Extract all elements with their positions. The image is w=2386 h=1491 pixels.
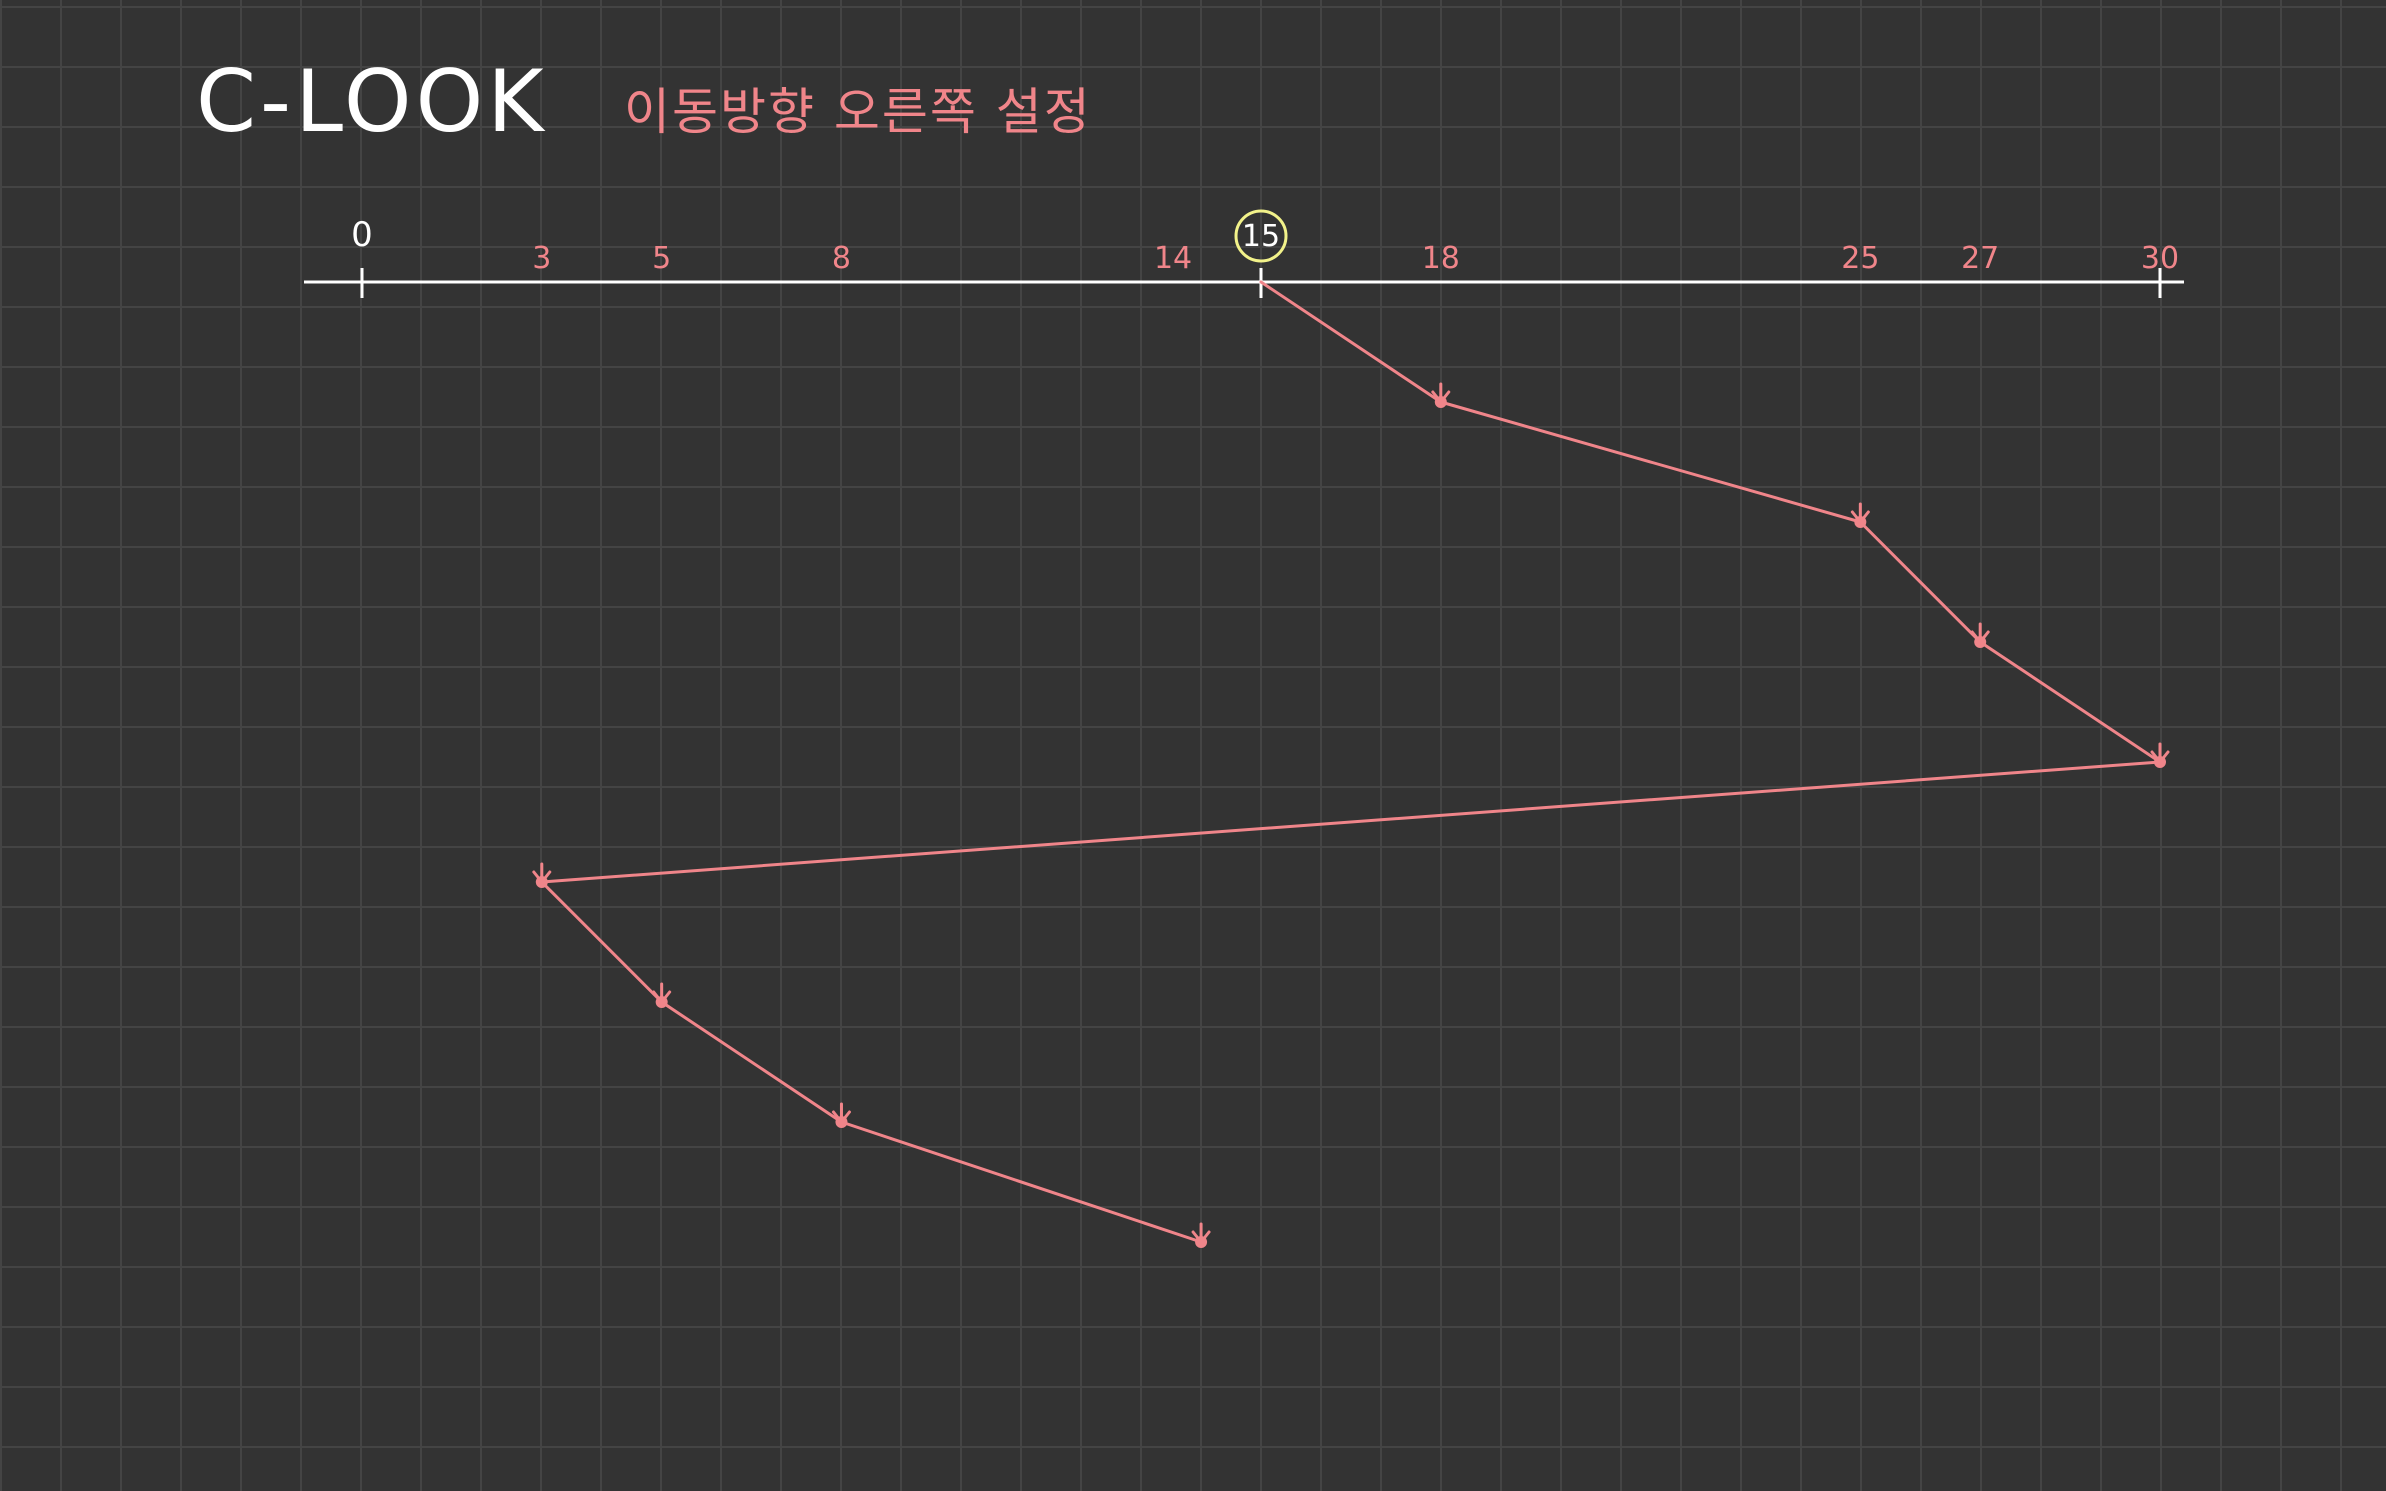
request-point xyxy=(655,996,668,1008)
path-segment xyxy=(1978,640,2162,764)
head-movement-path xyxy=(540,280,2162,1244)
axis-label: 15 xyxy=(1242,219,1280,254)
axis-label: 25 xyxy=(1841,241,1879,276)
request-point xyxy=(2154,756,2166,768)
path-segment xyxy=(839,1120,1203,1244)
path-segment xyxy=(540,880,664,1004)
path-segment xyxy=(1439,400,1862,524)
path-segment xyxy=(1259,280,1443,404)
axis-label: 14 xyxy=(1154,241,1192,276)
request-point xyxy=(1195,1236,1208,1248)
axis-labels: 0 3 5 8 14 15 18 25 27 30 xyxy=(351,215,2179,276)
request-point xyxy=(1434,396,1447,408)
request-points xyxy=(532,382,2170,1248)
axis-label: 5 xyxy=(652,241,671,276)
request-point xyxy=(835,1116,848,1128)
path-segment xyxy=(1858,520,1982,644)
head-start-marker xyxy=(1234,209,1288,263)
path-segment xyxy=(540,760,2162,884)
path-segment xyxy=(660,1000,843,1124)
axis-label: 0 xyxy=(351,215,373,255)
axis-label: 8 xyxy=(832,241,851,276)
axis-label: 30 xyxy=(2141,241,2179,276)
request-point xyxy=(535,876,548,888)
axis-label: 27 xyxy=(1961,241,1999,276)
request-point xyxy=(1974,636,1987,648)
axis-label: 18 xyxy=(1422,241,1460,276)
page-title: C-LOOK xyxy=(196,52,548,152)
axis-label: 3 xyxy=(532,241,551,276)
direction-note: 이동방향 오른쪽 설정 xyxy=(624,83,1092,141)
request-point xyxy=(1854,516,1867,528)
